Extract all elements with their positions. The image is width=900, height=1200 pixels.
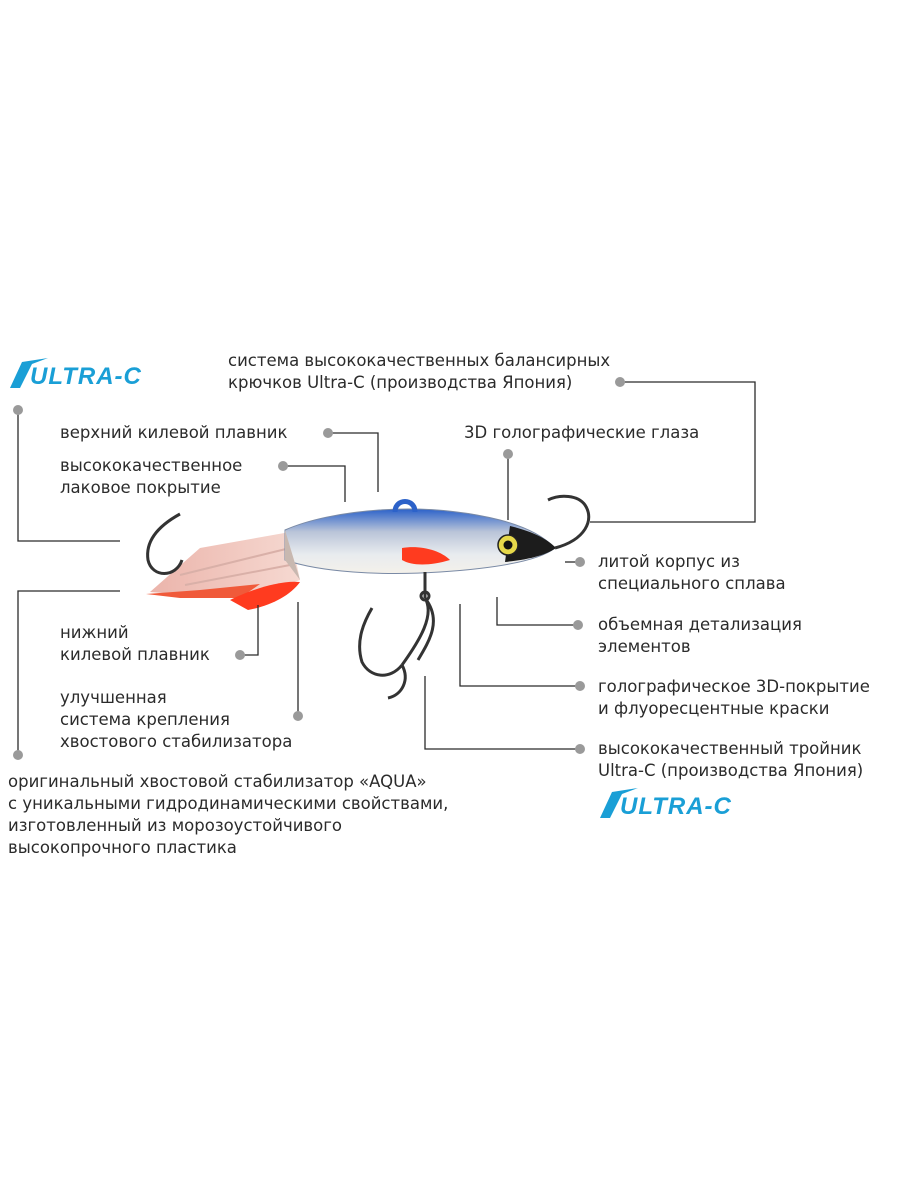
svg-text:ULTRA-C: ULTRA-C — [620, 793, 732, 820]
treble-hook — [358, 572, 435, 700]
label-lacquer: высококачественное лаковое покрытие — [60, 456, 243, 497]
ultra-c-logo-top: ULTRA-C — [8, 356, 208, 390]
lure-body — [230, 499, 556, 610]
label-treble: высококачественный тройник Ultra-C (прои… — [598, 739, 864, 780]
leader-lines — [17, 381, 756, 755]
label-mount: улучшенная система крепления хвостового … — [60, 688, 293, 751]
label-bottom-fin: нижний килевой плавник — [60, 623, 210, 664]
tail-stabilizer — [146, 532, 300, 598]
svg-text:ULTRA-C: ULTRA-C — [30, 363, 142, 390]
front-hook — [547, 494, 591, 550]
label-stabilizer: оригинальный хвостовой стабилизатор «AQU… — [8, 772, 449, 857]
ultra-c-logo-graphic: ULTRA-C — [10, 358, 142, 390]
ultra-c-logo-bottom: ULTRA-C — [598, 786, 798, 820]
label-holo: голографическое 3D-покрытие и флуоресцен… — [598, 677, 870, 718]
ultra-c-logo-graphic-bottom: ULTRA-C — [600, 788, 732, 820]
label-eyes: 3D голографические глаза — [464, 423, 700, 442]
label-hooks-system: система высококачественных балансирных к… — [228, 351, 611, 392]
label-detail: объемная детализация элементов — [598, 615, 802, 656]
back-hook — [146, 512, 184, 575]
leader-dots — [13, 377, 625, 760]
label-top-fin: верхний килевой плавник — [60, 423, 288, 442]
label-body: литой корпус из специального сплава — [598, 552, 786, 593]
